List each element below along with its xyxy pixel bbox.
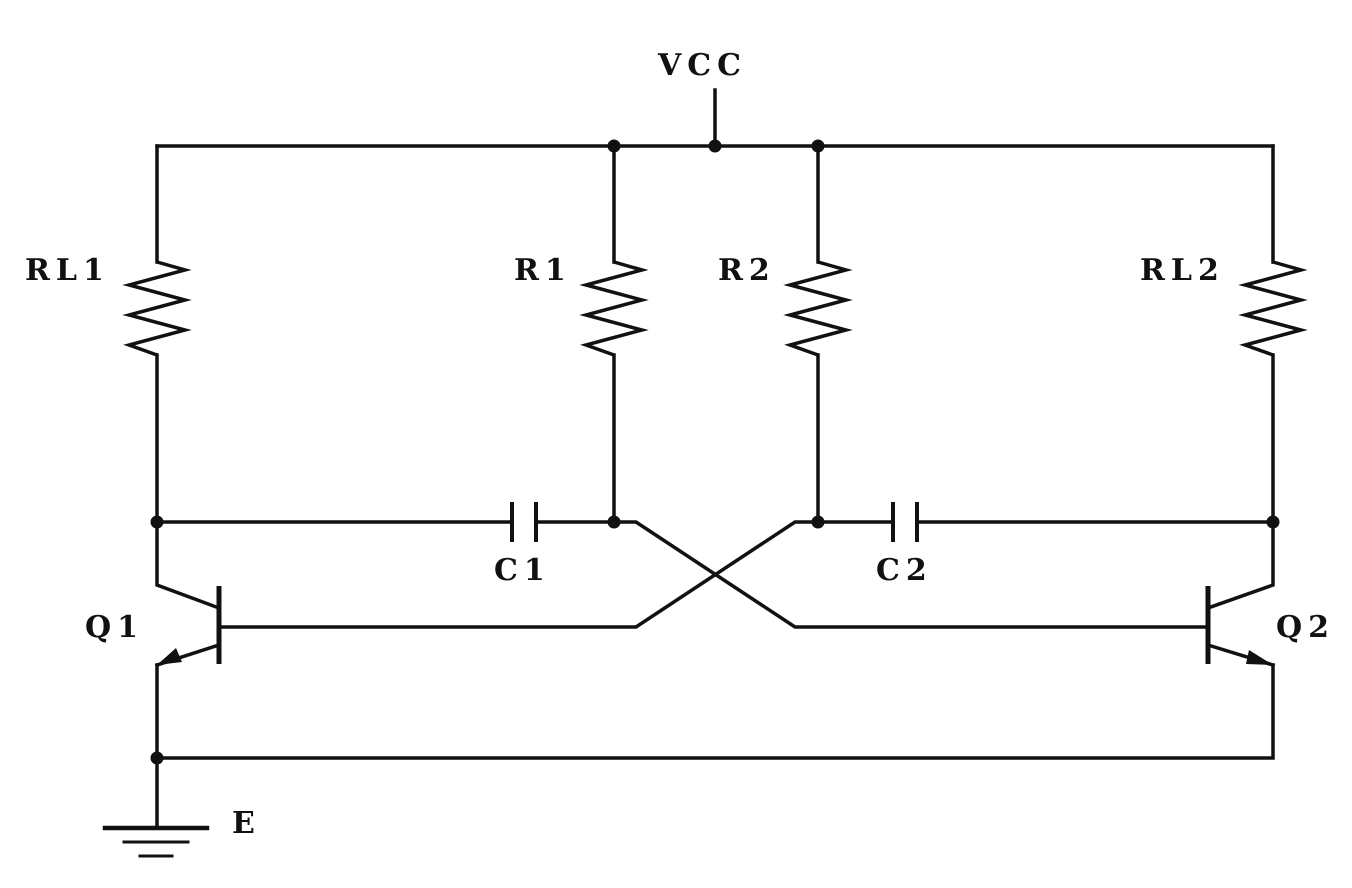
transistor-q1: Q1 — [85, 520, 222, 668]
e-label: E — [232, 806, 261, 841]
emitter-rail — [155, 663, 1275, 760]
resistor-rl2: RL2 — [1140, 144, 1308, 524]
cross-wire-r2-to-q1-base — [217, 520, 820, 629]
vcc-supply: VCC — [657, 48, 747, 148]
resistor-r2: R2 — [718, 144, 853, 524]
q1-label: Q1 — [85, 610, 144, 645]
c2-label: C2 — [876, 553, 933, 588]
capacitor-c2: C2 — [816, 502, 1275, 588]
ground-icon: E — [102, 756, 261, 858]
q2-label: Q2 — [1276, 610, 1335, 645]
capacitor-c1: C1 — [155, 502, 616, 588]
r2-label: R2 — [718, 253, 776, 288]
resistor-rl1: RL1 — [25, 144, 192, 524]
rl1-label: RL1 — [25, 253, 110, 288]
r1-label: R1 — [514, 253, 572, 288]
transistor-q2: Q2 — [1205, 520, 1335, 668]
c1-label: C1 — [494, 553, 551, 588]
vcc-label: VCC — [657, 48, 747, 83]
rl2-label: RL2 — [1140, 253, 1225, 288]
resistor-r1: R1 — [514, 144, 649, 524]
junction-vcc — [708, 139, 722, 153]
